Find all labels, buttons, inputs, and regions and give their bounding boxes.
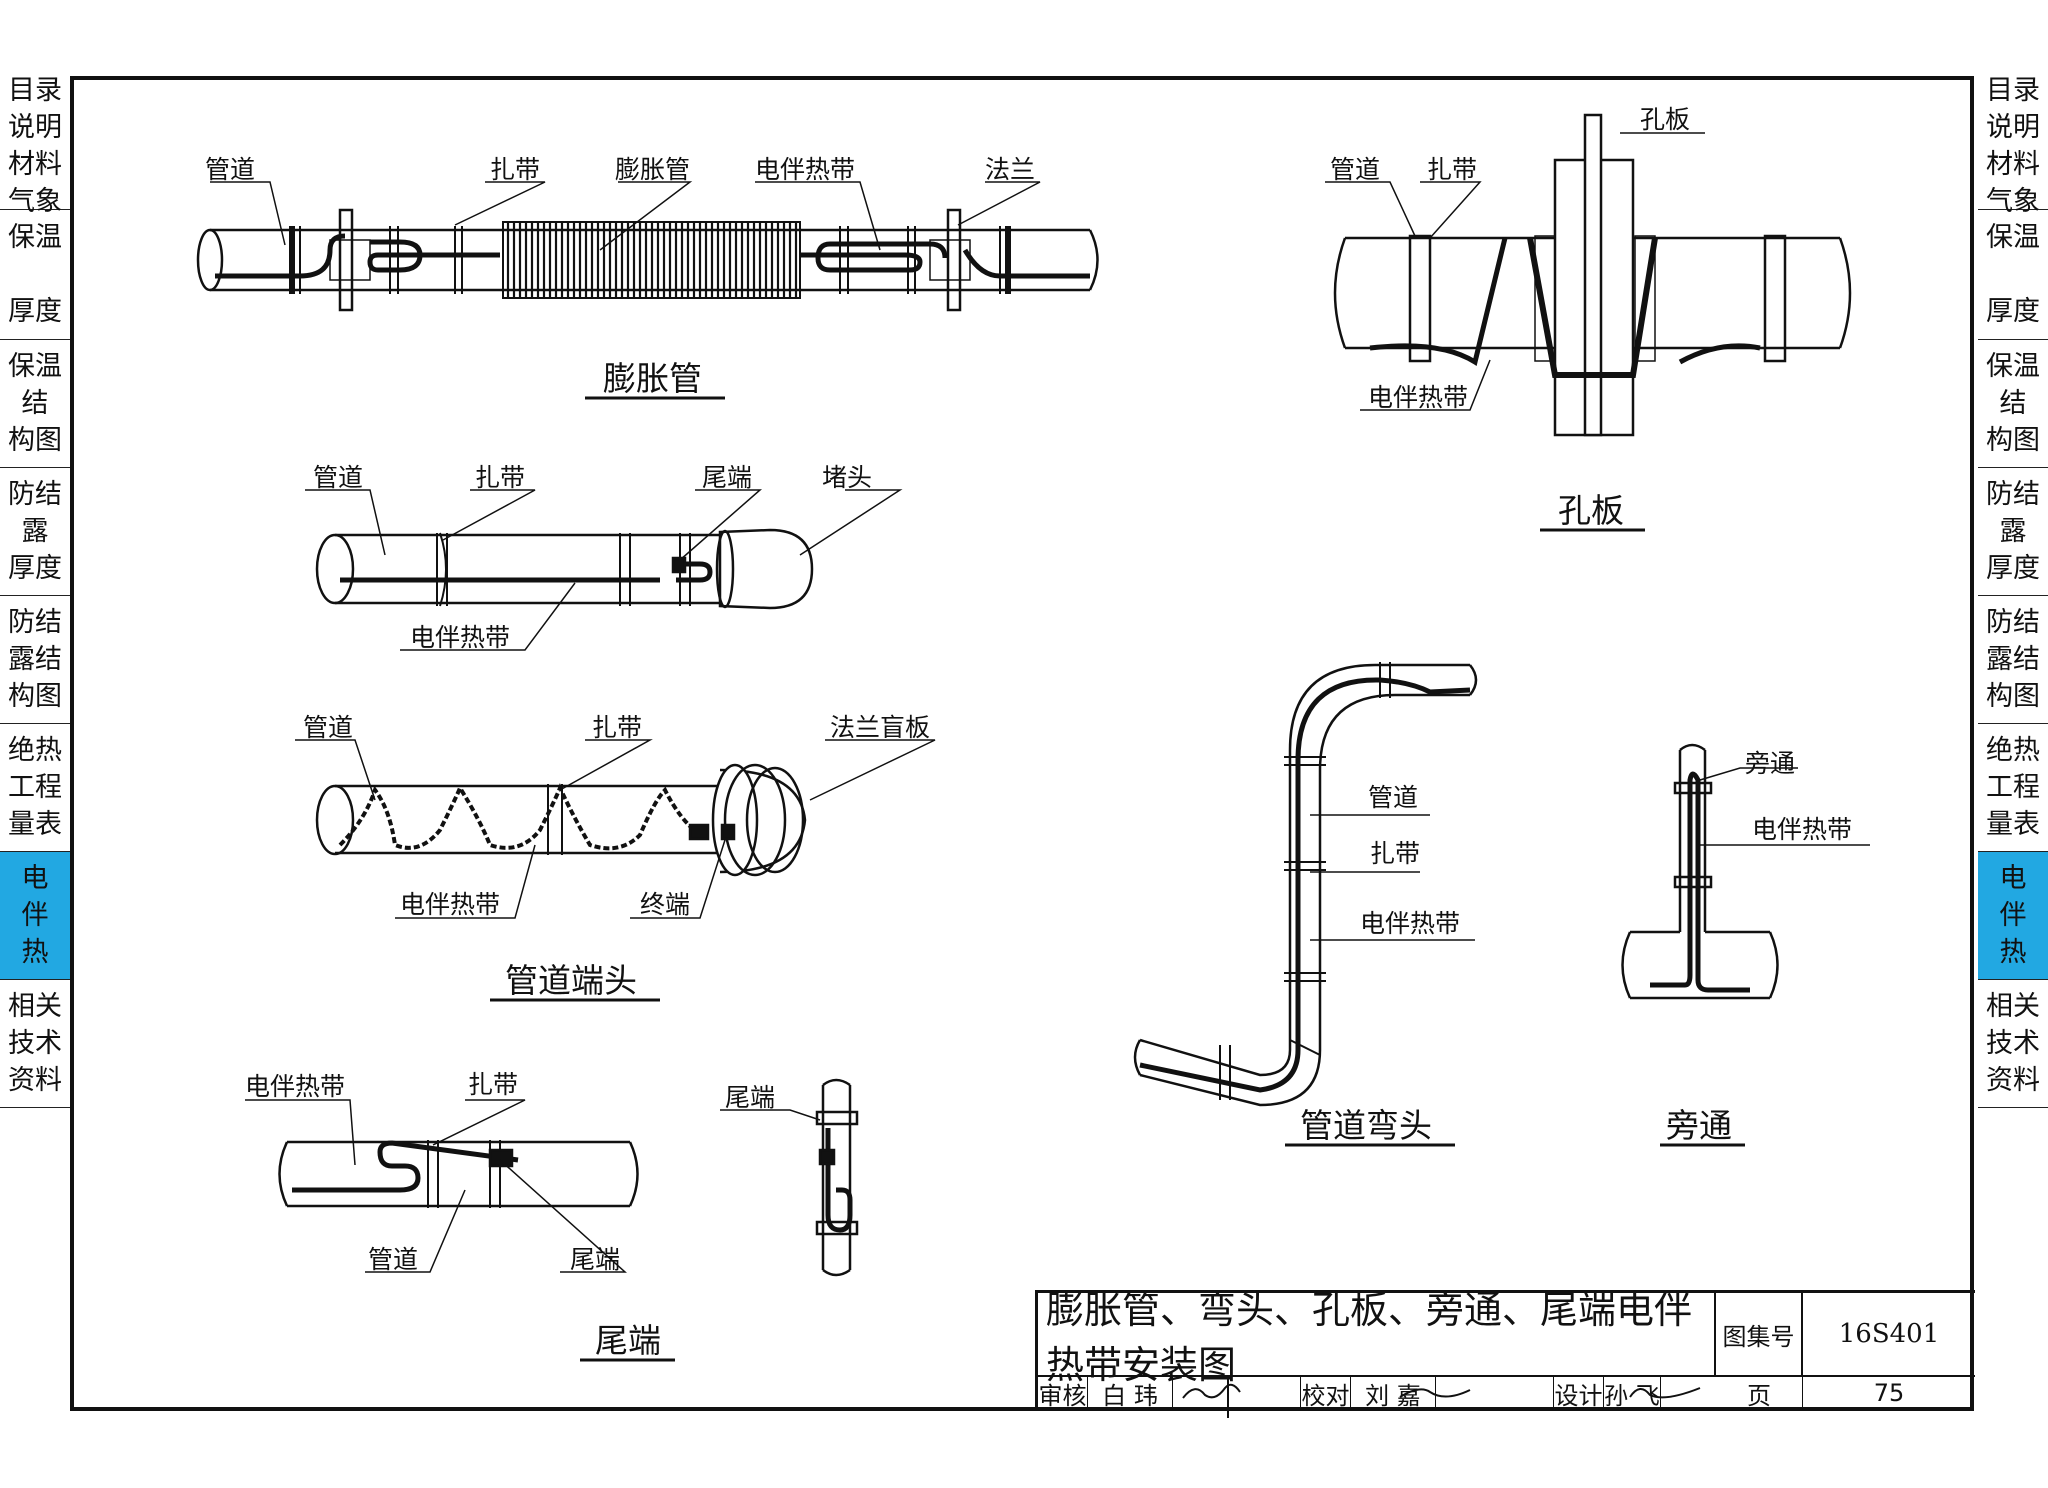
pipe-elbow-drawing — [1133, 662, 1478, 1107]
label-strap: 扎带 — [1370, 839, 1420, 868]
side-tab-right-6[interactable]: 电 伴 热 — [1978, 852, 2048, 980]
check-name: 刘 嘉 — [1351, 1375, 1436, 1411]
expansion-joint-drawing — [196, 208, 1099, 312]
label-flange: 法兰 — [985, 155, 1035, 184]
label-heat-tape: 电伴热带 — [1368, 383, 1468, 412]
side-tab-right-7[interactable]: 相关 技术 资料 — [1978, 980, 2048, 1108]
side-tab-left-6[interactable]: 电 伴 热 — [0, 852, 70, 980]
design-label: 设计 — [1554, 1375, 1604, 1411]
review-label: 审核 — [1038, 1375, 1088, 1411]
label-pipe: 管道 — [303, 713, 353, 742]
title-expansion: 膨胀管 — [603, 359, 702, 398]
title-tail: 尾端 — [595, 1321, 661, 1360]
label-bellows: 膨胀管 — [615, 155, 690, 184]
title-pipe-end: 管道端头 — [505, 961, 637, 1000]
label-heat-tape: 电伴热带 — [1752, 815, 1852, 844]
side-tab-left-4[interactable]: 防结 露结 构图 — [0, 596, 70, 724]
label-strap: 扎带 — [592, 713, 642, 742]
label-strap: 扎带 — [475, 463, 525, 492]
label-tail: 尾端 — [570, 1245, 620, 1274]
side-tab-left-5[interactable]: 绝热 工程 量表 — [0, 724, 70, 852]
label-strap: 扎带 — [468, 1070, 518, 1099]
label-heat-tape: 电伴热带 — [245, 1072, 345, 1101]
set-number-value: 16S401 — [1838, 1319, 1940, 1349]
side-tab-left-1[interactable]: 保温 厚度 — [0, 210, 70, 340]
page-label: 页 — [1716, 1375, 1803, 1411]
label-tail-side: 尾端 — [725, 1083, 775, 1112]
label-pipe: 管道 — [205, 155, 255, 184]
design-name: 孙 飞 — [1604, 1375, 1661, 1411]
check-label: 校对 — [1301, 1375, 1351, 1411]
label-orifice-plate: 孔板 — [1640, 105, 1690, 134]
side-tab-right-3[interactable]: 防结 露 厚度 — [1978, 468, 2048, 596]
tail-end-drawing — [278, 1078, 859, 1277]
label-heat-tape: 电伴热带 — [410, 623, 510, 652]
side-tab-right-4[interactable]: 防结 露结 构图 — [1978, 596, 2048, 724]
label-heat-tape: 电伴热带 — [755, 155, 855, 184]
label-plug: 堵头 — [822, 463, 872, 492]
label-terminal: 终端 — [640, 890, 690, 919]
review-signature — [1173, 1375, 1301, 1411]
page-number: 75 — [1873, 1379, 1905, 1407]
label-pipe: 管道 — [368, 1245, 418, 1274]
label-strap: 扎带 — [490, 155, 540, 184]
title-block: 膨胀管、弯头、孔板、旁通、尾端电伴热带安装图 图集号 16S401 审核 白 玮… — [1035, 1288, 1975, 1411]
label-strap: 扎带 — [1427, 155, 1477, 184]
label-tail: 尾端 — [702, 463, 752, 492]
title-elbow: 管道弯头 — [1300, 1106, 1432, 1145]
bypass-drawing — [1621, 743, 1779, 1000]
side-tab-right-1[interactable]: 保温 厚度 — [1978, 210, 2048, 340]
title-orifice: 孔板 — [1558, 491, 1624, 530]
label-pipe: 管道 — [1368, 783, 1418, 812]
label-pipe: 管道 — [1330, 155, 1380, 184]
set-number-label: 图集号 — [1716, 1293, 1803, 1375]
pipe-end-drawing — [315, 763, 807, 877]
review-name: 白 玮 — [1088, 1375, 1173, 1411]
check-signature — [1436, 1375, 1554, 1411]
side-tabs-right: 目录 说明 材料 气象保温 厚度保温 结 构图防结 露 厚度防结 露结 构图绝热… — [1978, 75, 2048, 1108]
side-tabs-left: 目录 说明 材料 气象保温 厚度保温 结 构图防结 露 厚度防结 露结 构图绝热… — [0, 75, 70, 1108]
label-heat-tape: 电伴热带 — [1360, 909, 1460, 938]
orifice-plate-drawing — [1333, 113, 1852, 437]
side-tab-left-7[interactable]: 相关 技术 资料 — [0, 980, 70, 1108]
label-blind-flange: 法兰盲板 — [830, 713, 930, 742]
label-heat-tape: 电伴热带 — [400, 890, 500, 919]
title-bypass: 旁通 — [1666, 1106, 1732, 1145]
side-tab-left-2[interactable]: 保温 结 构图 — [0, 340, 70, 468]
drawing-frame — [70, 76, 1974, 1411]
side-tab-left-3[interactable]: 防结 露 厚度 — [0, 468, 70, 596]
plug-end-drawing — [315, 528, 814, 610]
label-pipe: 管道 — [313, 463, 363, 492]
side-tab-right-5[interactable]: 绝热 工程 量表 — [1978, 724, 2048, 852]
drawing-title: 膨胀管、弯头、孔板、旁通、尾端电伴热带安装图 — [1038, 1288, 1716, 1387]
side-tab-right-2[interactable]: 保温 结 构图 — [1978, 340, 2048, 468]
label-bypass: 旁通 — [1745, 749, 1795, 778]
